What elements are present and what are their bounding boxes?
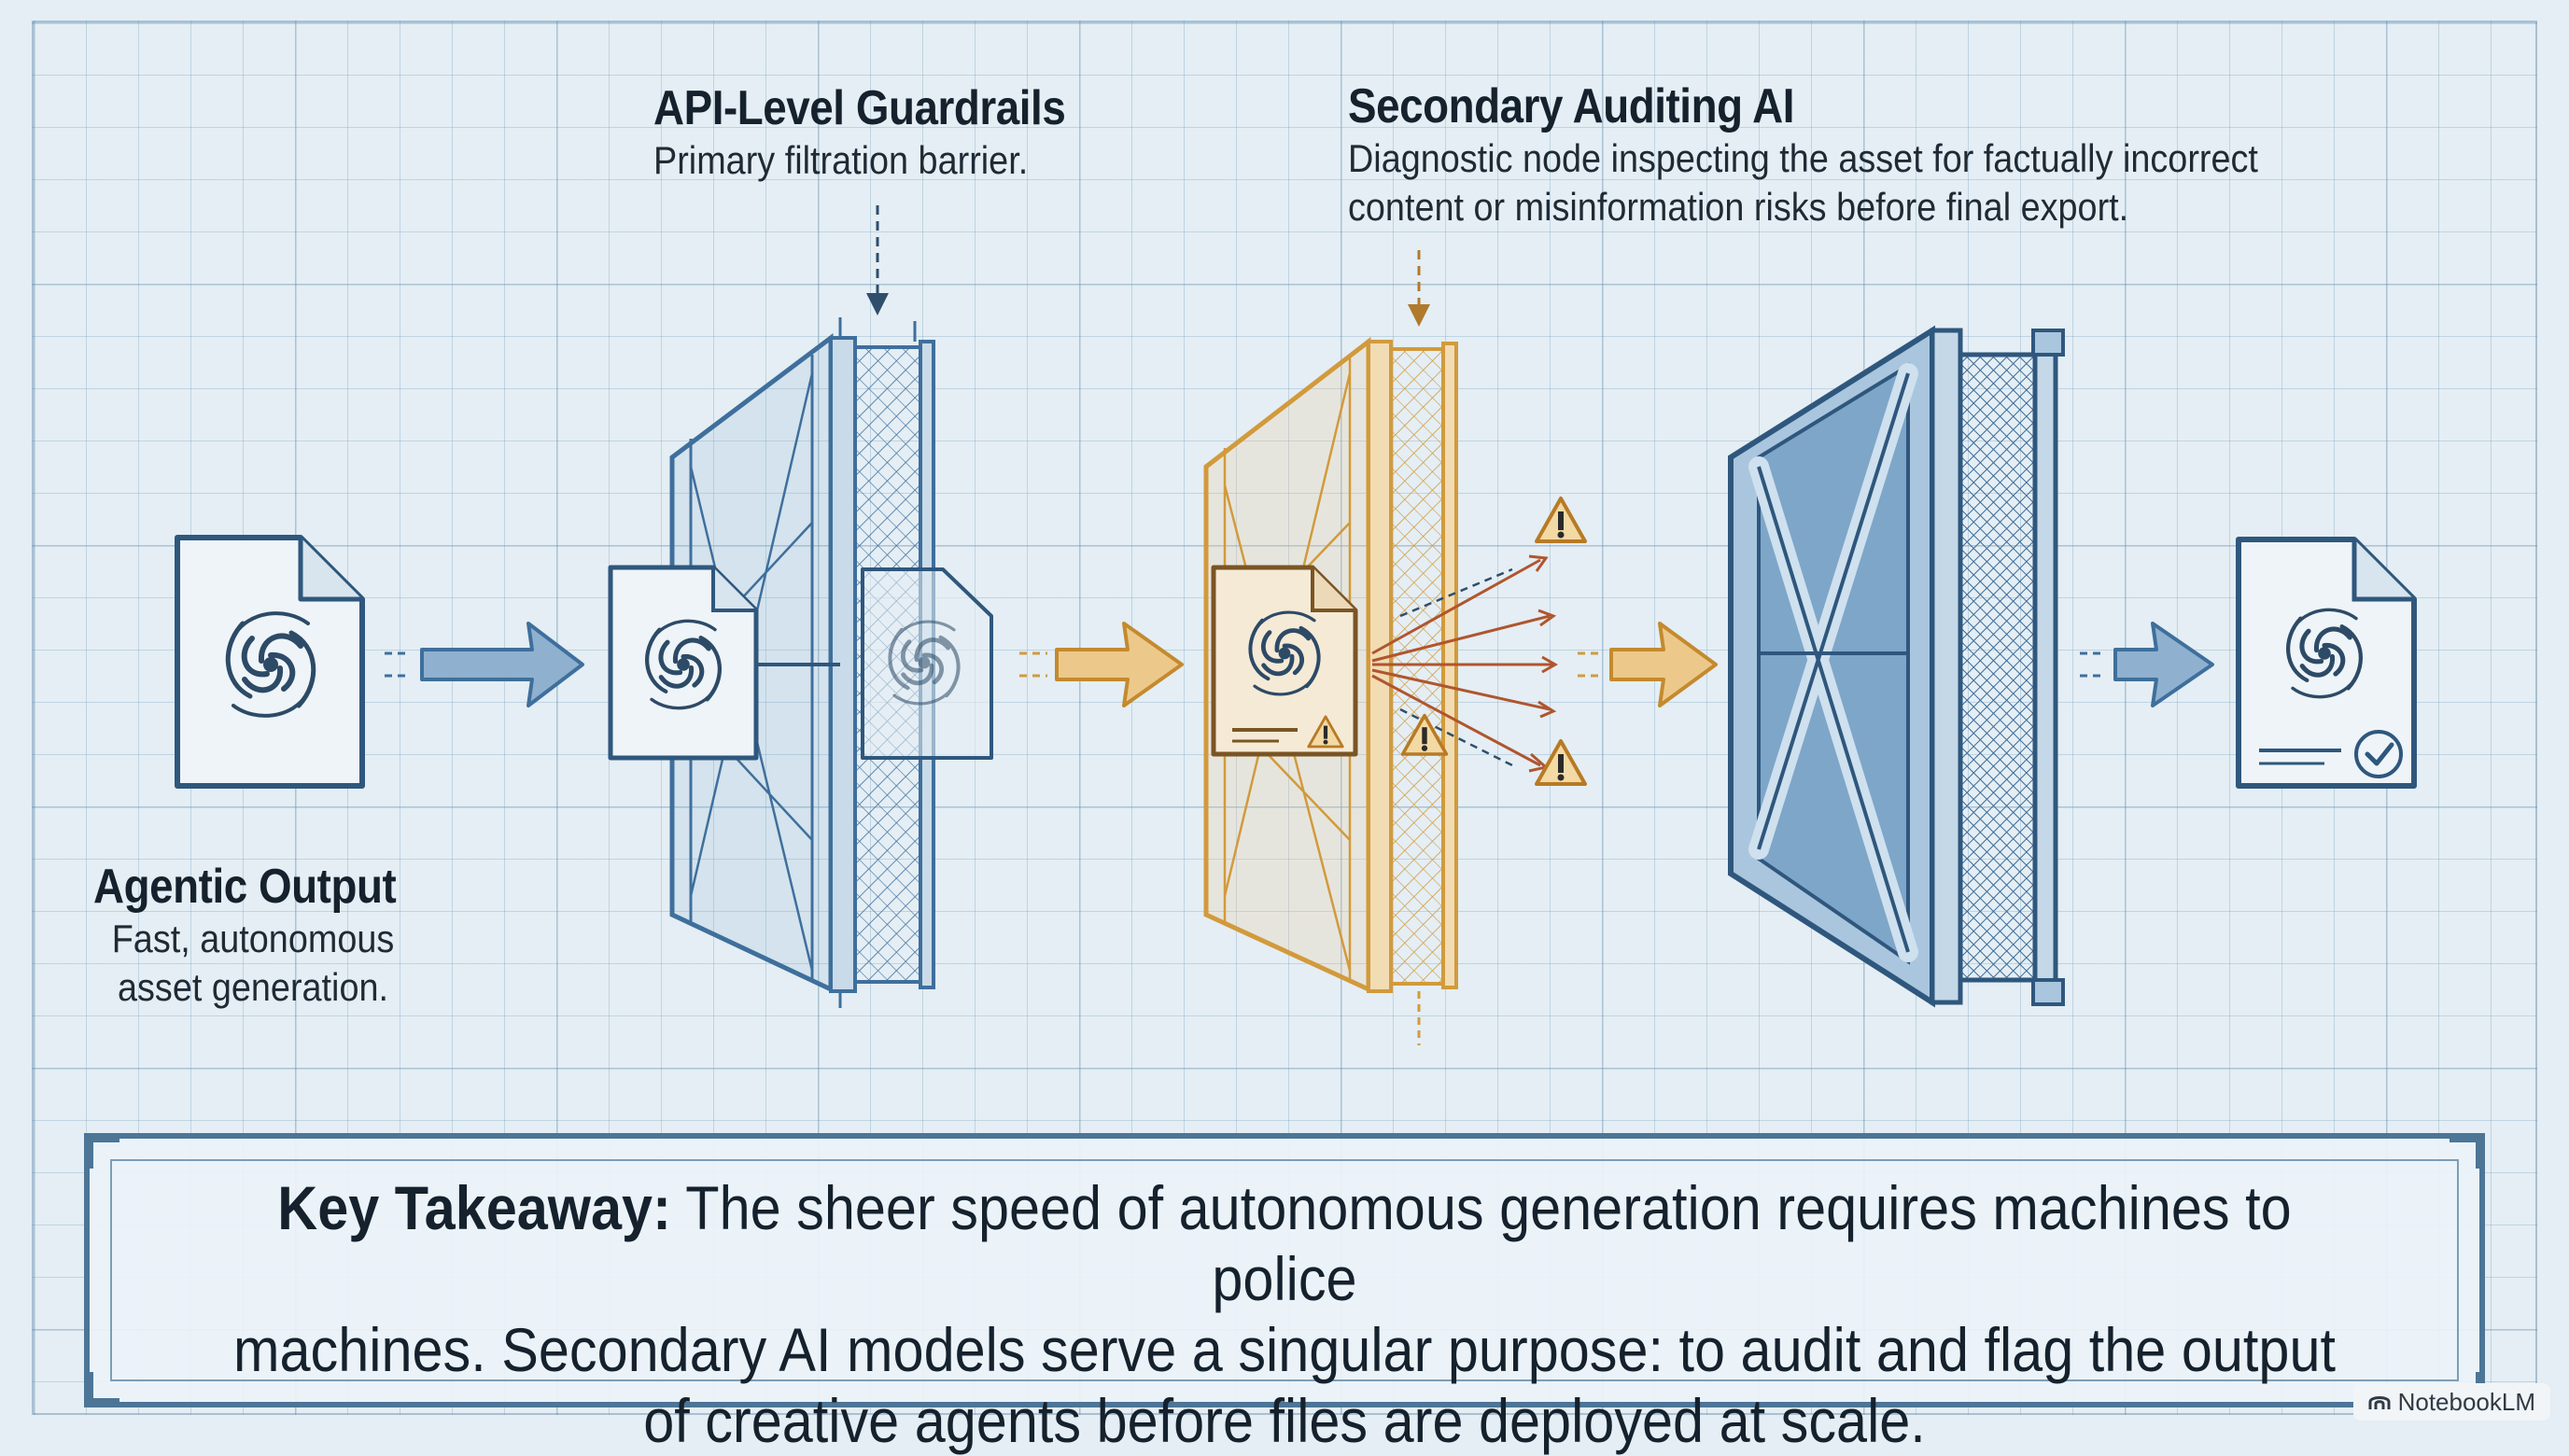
takeaway-line-2: machines. Secondary AI models serve a si… — [209, 1314, 2360, 1385]
stage-title: Agentic Output — [93, 859, 439, 915]
notebooklm-watermark: NotebookLM — [2353, 1383, 2550, 1421]
auditing-ai-frame — [1206, 342, 1585, 1045]
corner-bracket — [84, 1133, 119, 1169]
arrow-icon — [2080, 623, 2212, 706]
stage-description-line: Fast, autonomous — [93, 915, 413, 963]
warning-icon — [1537, 498, 1585, 541]
stage-title: Secondary Auditing AI — [1348, 78, 2334, 134]
api-guardrail-frame — [611, 317, 991, 1008]
approved-file-icon — [2239, 539, 2414, 786]
corner-bracket — [84, 1372, 119, 1407]
secondary-auditing-label: Secondary Auditing AI Diagnostic node in… — [1348, 78, 2468, 231]
stage-description-line: Diagnostic node inspecting the asset for… — [1348, 134, 2356, 183]
takeaway-line: Key Takeaway: The sheer speed of autonom… — [209, 1172, 2360, 1314]
api-label-leader — [866, 205, 889, 315]
stage-description-line: content or misinformation risks before f… — [1348, 183, 2356, 231]
corner-bracket — [2450, 1133, 2485, 1169]
stage-description-line: asset generation. — [93, 963, 413, 1012]
final-export-frame — [1731, 330, 2063, 1004]
takeaway-line-1: The sheer speed of autonomous generation… — [685, 1173, 2291, 1313]
arrow-icon — [1578, 623, 1716, 706]
api-guardrails-label: API-Level Guardrails Primary filtration … — [653, 80, 1232, 185]
auditing-label-leader — [1408, 250, 1430, 327]
check-icon — [2356, 732, 2401, 777]
warning-icon — [1537, 741, 1585, 784]
arrow-icon — [385, 623, 583, 706]
arrow-icon — [1019, 623, 1182, 706]
source-file-icon — [177, 538, 362, 786]
notebooklm-logo-icon — [2368, 1393, 2391, 1411]
stage-title: API-Level Guardrails — [653, 80, 1163, 136]
takeaway-text: Key Takeaway: The sheer speed of autonom… — [209, 1172, 2360, 1456]
watermark-text: NotebookLM — [2398, 1388, 2535, 1417]
agentic-output-label: Agentic Output Fast, autonomous asset ge… — [93, 859, 485, 1012]
key-takeaway-box: Key Takeaway: The sheer speed of autonom… — [84, 1133, 2485, 1407]
stage-description-line: Primary filtration barrier. — [653, 136, 1174, 185]
takeaway-label: Key Takeaway: — [277, 1173, 671, 1242]
takeaway-line-3: of creative agents before files are depl… — [209, 1385, 2360, 1456]
